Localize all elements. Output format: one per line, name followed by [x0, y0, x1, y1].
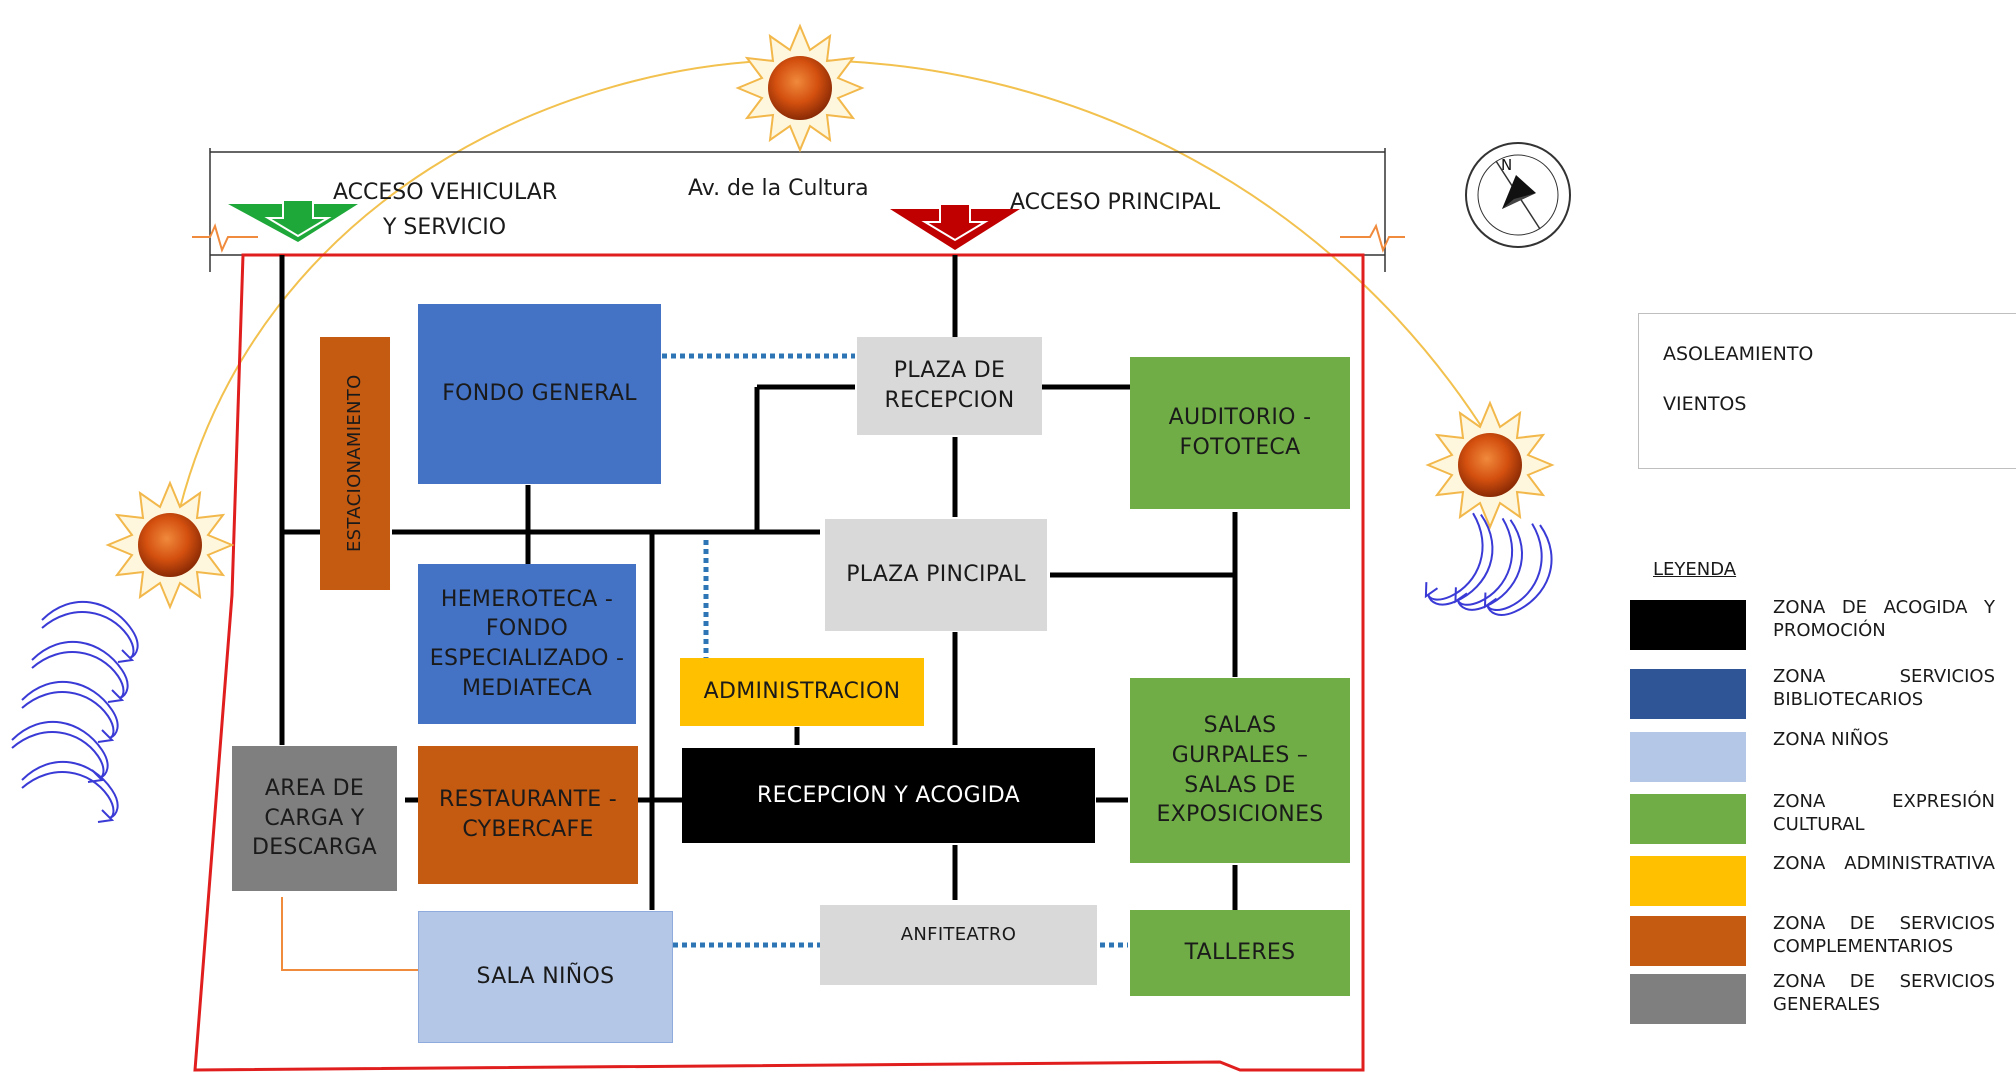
break-marks — [192, 223, 1405, 253]
zone-area-carga: AREA DE CARGA Y DESCARGA — [232, 746, 397, 891]
legend-swatch — [1630, 794, 1746, 844]
compass-icon: N — [1465, 142, 1571, 248]
zone-fondo-general: FONDO GENERAL — [418, 304, 661, 484]
zone-hemeroteca: HEMEROTECA - FONDO ESPECIALIZADO - MEDIA… — [418, 564, 636, 724]
legend-label: ZONA ADMINISTRATIVA — [1773, 853, 1995, 874]
sun-icon-top — [737, 25, 863, 151]
legend-label: ZONA SERVICIOS BIBLIOTECARIOS — [1773, 666, 1995, 710]
dotted-links — [662, 353, 1128, 948]
zone-restaurante: RESTAURANTE - CYBERCAFE — [418, 746, 638, 884]
climate-legend-box — [1638, 313, 2016, 469]
vehicular-access-label: ACCESO VEHICULAR — [333, 180, 558, 205]
principal-access-label: ACCESO PRINCIPAL — [1010, 190, 1221, 215]
legend-swatch — [1630, 856, 1746, 906]
sun-icon-west — [107, 482, 233, 608]
vehicular-access-label-2: Y SERVICIO — [383, 215, 507, 240]
vehicular-access-arrow — [228, 199, 358, 242]
sun-icon-east — [1427, 402, 1553, 528]
zone-auditorio-fototeca: AUDITORIO - FOTOTECA — [1130, 357, 1350, 509]
legend-label: ZONA DE SERVICIOS GENERALES — [1773, 971, 1995, 1015]
zone-talleres: TALLERES — [1130, 910, 1350, 996]
zone-anfiteatro: ANFITEATRO — [820, 905, 1097, 985]
zone-salas: SALAS GURPALES – SALAS DE EXPOSICIONES — [1130, 678, 1350, 863]
legend-label: ZONA DE ACOGIDA Y PROMOCIÓN — [1773, 597, 1995, 641]
legend-label: ZONA EXPRESIÓN CULTURAL — [1773, 791, 1995, 835]
legend-swatch — [1630, 916, 1746, 966]
street-name: Av. de la Cultura — [688, 176, 869, 201]
legend-title: LEYENDA — [1653, 559, 1737, 580]
asoleamiento-label: ASOLEAMIENTO — [1663, 343, 1814, 365]
principal-access-arrow — [890, 203, 1020, 250]
legend-swatch — [1630, 600, 1746, 650]
zone-sala-ninos: SALA NIÑOS — [418, 911, 673, 1043]
zone-plaza-recepcion: PLAZA DE RECEPCION — [857, 337, 1042, 435]
vientos-label: VIENTOS — [1663, 393, 1747, 415]
legend-swatch — [1630, 732, 1746, 782]
legend-label: ZONA DE SERVICIOS COMPLEMENTARIOS — [1773, 913, 1995, 957]
zone-estacionamiento: ESTACIONAMIENTO — [320, 337, 390, 590]
zone-plaza-principal: PLAZA PINCIPAL — [825, 519, 1047, 631]
compass-north-label: N — [1501, 156, 1512, 174]
legend-swatch — [1630, 974, 1746, 1024]
legend-label: ZONA NIÑOS — [1773, 729, 1889, 750]
service-line — [281, 897, 418, 971]
legend-swatch — [1630, 669, 1746, 719]
zone-administracion: ADMINISTRACION — [680, 658, 924, 726]
wind-icon-west — [11, 600, 139, 823]
circulation-lines — [279, 255, 1238, 910]
site-boundary — [193, 253, 1365, 1072]
zone-recepcion-acogida: RECEPCION Y ACOGIDA — [682, 748, 1095, 843]
